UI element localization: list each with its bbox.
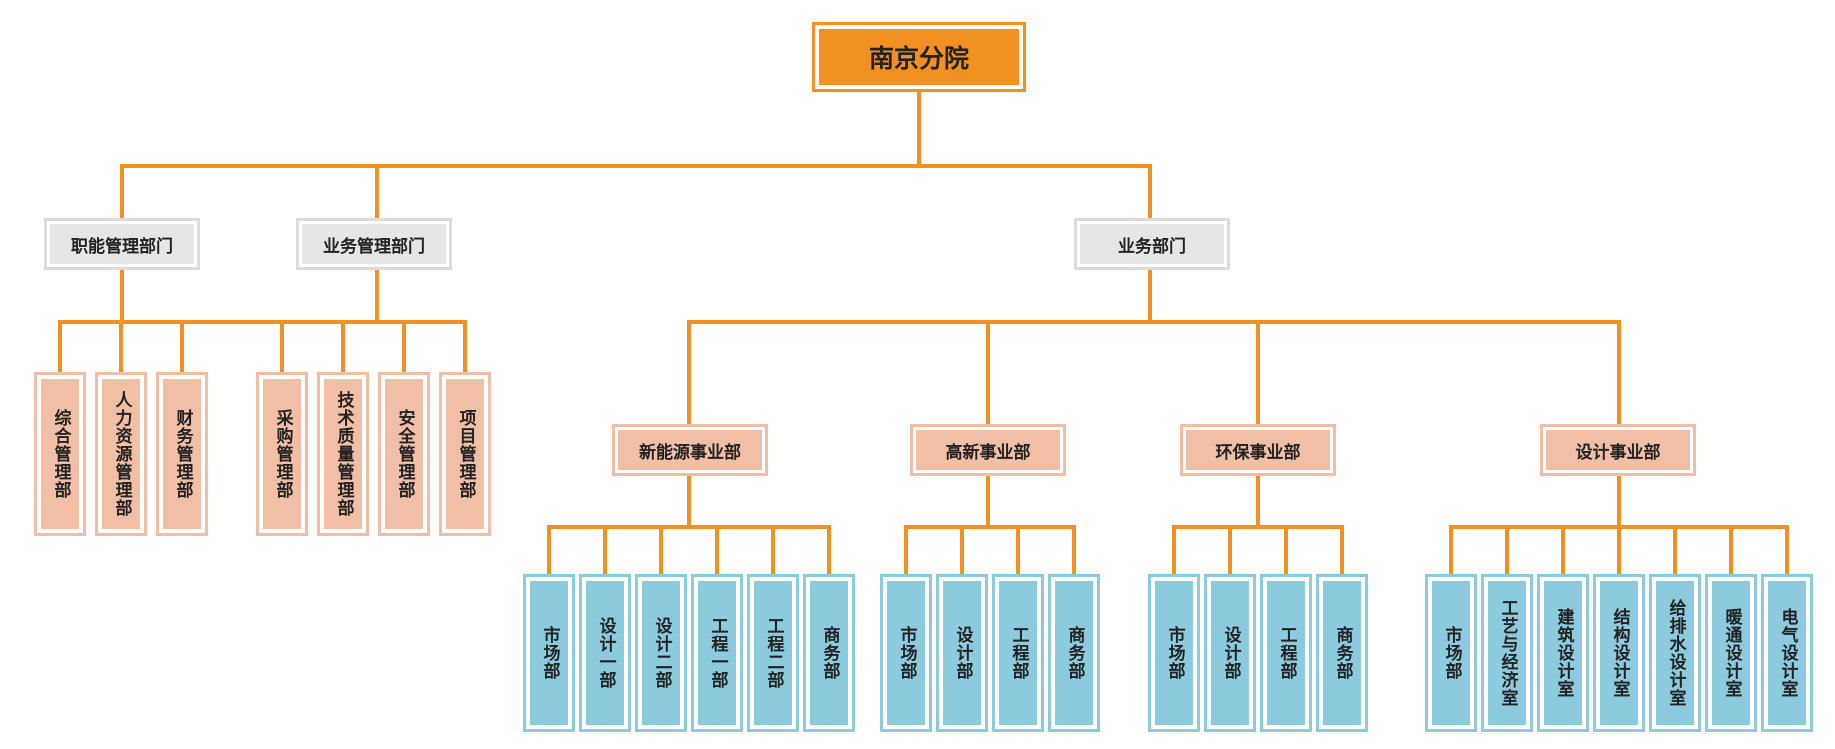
team-label: 工程一部 xyxy=(698,581,736,725)
team-label: 设计二部 xyxy=(642,581,680,725)
team-box: 工程部 xyxy=(1260,574,1312,732)
business-unit-high-tech: 高新事业部 xyxy=(910,424,1066,476)
sub-dept-label: 财务管理部 xyxy=(163,379,201,529)
sub-dept-label: 综合管理部 xyxy=(41,379,79,529)
team-box: 商务部 xyxy=(1316,574,1368,732)
team-label: 市场部 xyxy=(1155,581,1193,725)
team-label: 市场部 xyxy=(1432,581,1470,725)
team-label: 结构设计室 xyxy=(1600,581,1638,725)
sub-dept-box: 采购管理部 xyxy=(256,372,308,536)
team-box: 给排水设计室 xyxy=(1649,574,1701,732)
team-label: 暖通设计室 xyxy=(1712,581,1750,725)
team-box: 商务部 xyxy=(803,574,855,732)
sub-dept-box: 人力资源管理部 xyxy=(95,372,147,536)
business-unit-design: 设计事业部 xyxy=(1540,424,1696,476)
team-box: 工程二部 xyxy=(747,574,799,732)
business-unit-environmental: 环保事业部 xyxy=(1180,424,1336,476)
team-label: 商务部 xyxy=(810,581,848,725)
team-box: 设计部 xyxy=(936,574,988,732)
sub-dept-box: 安全管理部 xyxy=(378,372,430,536)
team-label: 工程部 xyxy=(1267,581,1305,725)
dept-business-management: 业务管理部门 xyxy=(296,218,452,270)
team-label: 电气设计室 xyxy=(1768,581,1806,725)
team-box: 暖通设计室 xyxy=(1705,574,1757,732)
team-box: 市场部 xyxy=(523,574,575,732)
dept-label: 业务管理部门 xyxy=(302,224,446,264)
sub-dept-label: 安全管理部 xyxy=(385,379,423,529)
business-unit-new-energy: 新能源事业部 xyxy=(612,424,768,476)
team-label: 工程部 xyxy=(999,581,1037,725)
team-box: 电气设计室 xyxy=(1761,574,1813,732)
root-label: 南京分院 xyxy=(819,29,1019,85)
unit-label: 设计事业部 xyxy=(1546,430,1690,470)
team-box: 设计一部 xyxy=(579,574,631,732)
team-box: 设计二部 xyxy=(635,574,687,732)
team-label: 设计部 xyxy=(1211,581,1249,725)
team-label: 商务部 xyxy=(1055,581,1093,725)
team-box: 设计部 xyxy=(1204,574,1256,732)
team-box: 建筑设计室 xyxy=(1537,574,1589,732)
team-label: 工艺与经济室 xyxy=(1488,581,1526,725)
sub-dept-label: 技术质量管理部 xyxy=(324,379,362,529)
team-label: 设计一部 xyxy=(586,581,624,725)
dept-label: 业务部门 xyxy=(1080,224,1224,264)
team-box: 市场部 xyxy=(880,574,932,732)
team-box: 商务部 xyxy=(1048,574,1100,732)
sub-dept-box: 项目管理部 xyxy=(439,372,491,536)
team-box: 工程一部 xyxy=(691,574,743,732)
sub-dept-box: 财务管理部 xyxy=(156,372,208,536)
sub-dept-label: 采购管理部 xyxy=(263,379,301,529)
dept-label: 职能管理部门 xyxy=(50,224,194,264)
sub-dept-box: 技术质量管理部 xyxy=(317,372,369,536)
sub-dept-label: 人力资源管理部 xyxy=(102,379,140,529)
unit-label: 高新事业部 xyxy=(916,430,1060,470)
team-box: 市场部 xyxy=(1148,574,1200,732)
root-node: 南京分院 xyxy=(812,22,1026,92)
team-label: 建筑设计室 xyxy=(1544,581,1582,725)
sub-dept-box: 综合管理部 xyxy=(34,372,86,536)
team-label: 商务部 xyxy=(1323,581,1361,725)
unit-label: 新能源事业部 xyxy=(618,430,762,470)
team-label: 市场部 xyxy=(530,581,568,725)
team-label: 给排水设计室 xyxy=(1656,581,1694,725)
team-box: 工程部 xyxy=(992,574,1044,732)
dept-business: 业务部门 xyxy=(1074,218,1230,270)
team-box: 工艺与经济室 xyxy=(1481,574,1533,732)
team-box: 结构设计室 xyxy=(1593,574,1645,732)
dept-functional-management: 职能管理部门 xyxy=(44,218,200,270)
team-box: 市场部 xyxy=(1425,574,1477,732)
team-label: 设计部 xyxy=(943,581,981,725)
unit-label: 环保事业部 xyxy=(1186,430,1330,470)
sub-dept-label: 项目管理部 xyxy=(446,379,484,529)
team-label: 市场部 xyxy=(887,581,925,725)
team-label: 工程二部 xyxy=(754,581,792,725)
